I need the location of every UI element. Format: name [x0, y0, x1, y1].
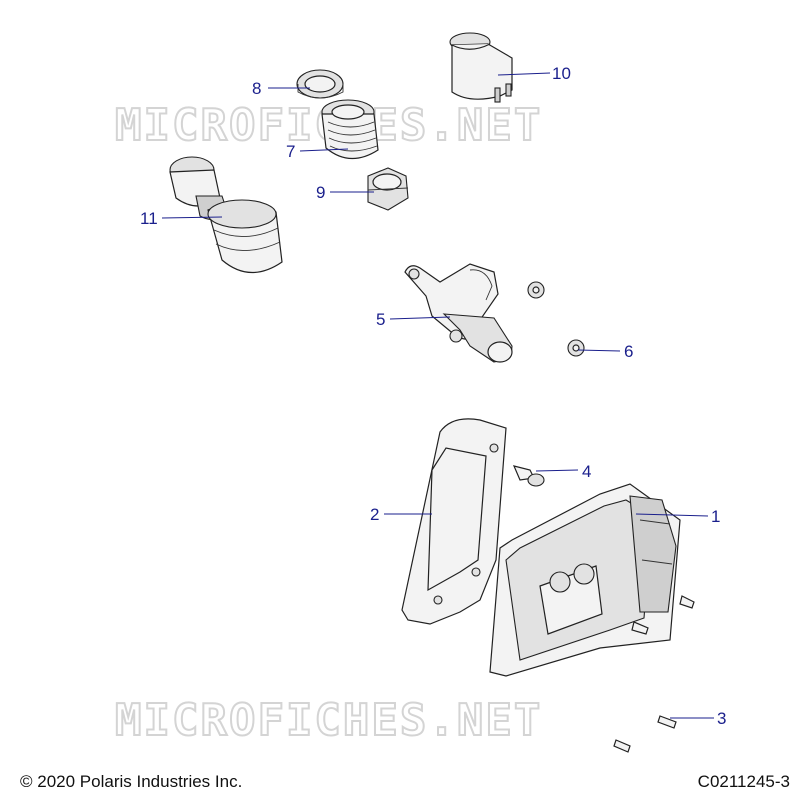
leader-4: [535, 469, 579, 472]
copyright-text: © 2020 Polaris Industries Inc.: [20, 772, 243, 791]
leader-6: [577, 349, 621, 352]
watermark-bottom: MICROFICHES.NET: [115, 695, 542, 746]
part-10-relay: [449, 32, 513, 103]
callout-5: 5: [376, 310, 385, 329]
part-9-hex-nut: [367, 167, 409, 211]
leader-5: [389, 316, 451, 320]
leader-7: [299, 148, 349, 152]
part-5-lock-bracket: [404, 263, 513, 363]
callout-3: 3: [717, 709, 726, 728]
leader-11: [161, 216, 223, 219]
part-11-connector: [169, 156, 283, 274]
callout-9: 9: [316, 183, 325, 202]
part-7-threaded-body: [321, 99, 379, 160]
part-4-bolt: [512, 465, 545, 487]
part-1-ecu: [489, 483, 681, 677]
part-2-mounting-plate: [401, 418, 507, 625]
part-8-nut: [296, 69, 344, 99]
callout-8: 8: [252, 79, 261, 98]
leader-1: [635, 513, 709, 517]
part-3-screws: [613, 595, 695, 753]
part-screw-small-upper: [527, 281, 545, 299]
callout-1: 1: [711, 507, 720, 526]
callout-11: 11: [140, 209, 158, 228]
callout-4: 4: [582, 462, 591, 481]
callout-10: 10: [552, 64, 571, 83]
part-6-screw: [567, 339, 585, 357]
callout-7: 7: [286, 142, 295, 161]
callout-2: 2: [370, 505, 379, 524]
callout-6: 6: [624, 342, 633, 361]
figure-id: C0211245-3: [697, 772, 790, 791]
leader-10: [497, 72, 551, 76]
